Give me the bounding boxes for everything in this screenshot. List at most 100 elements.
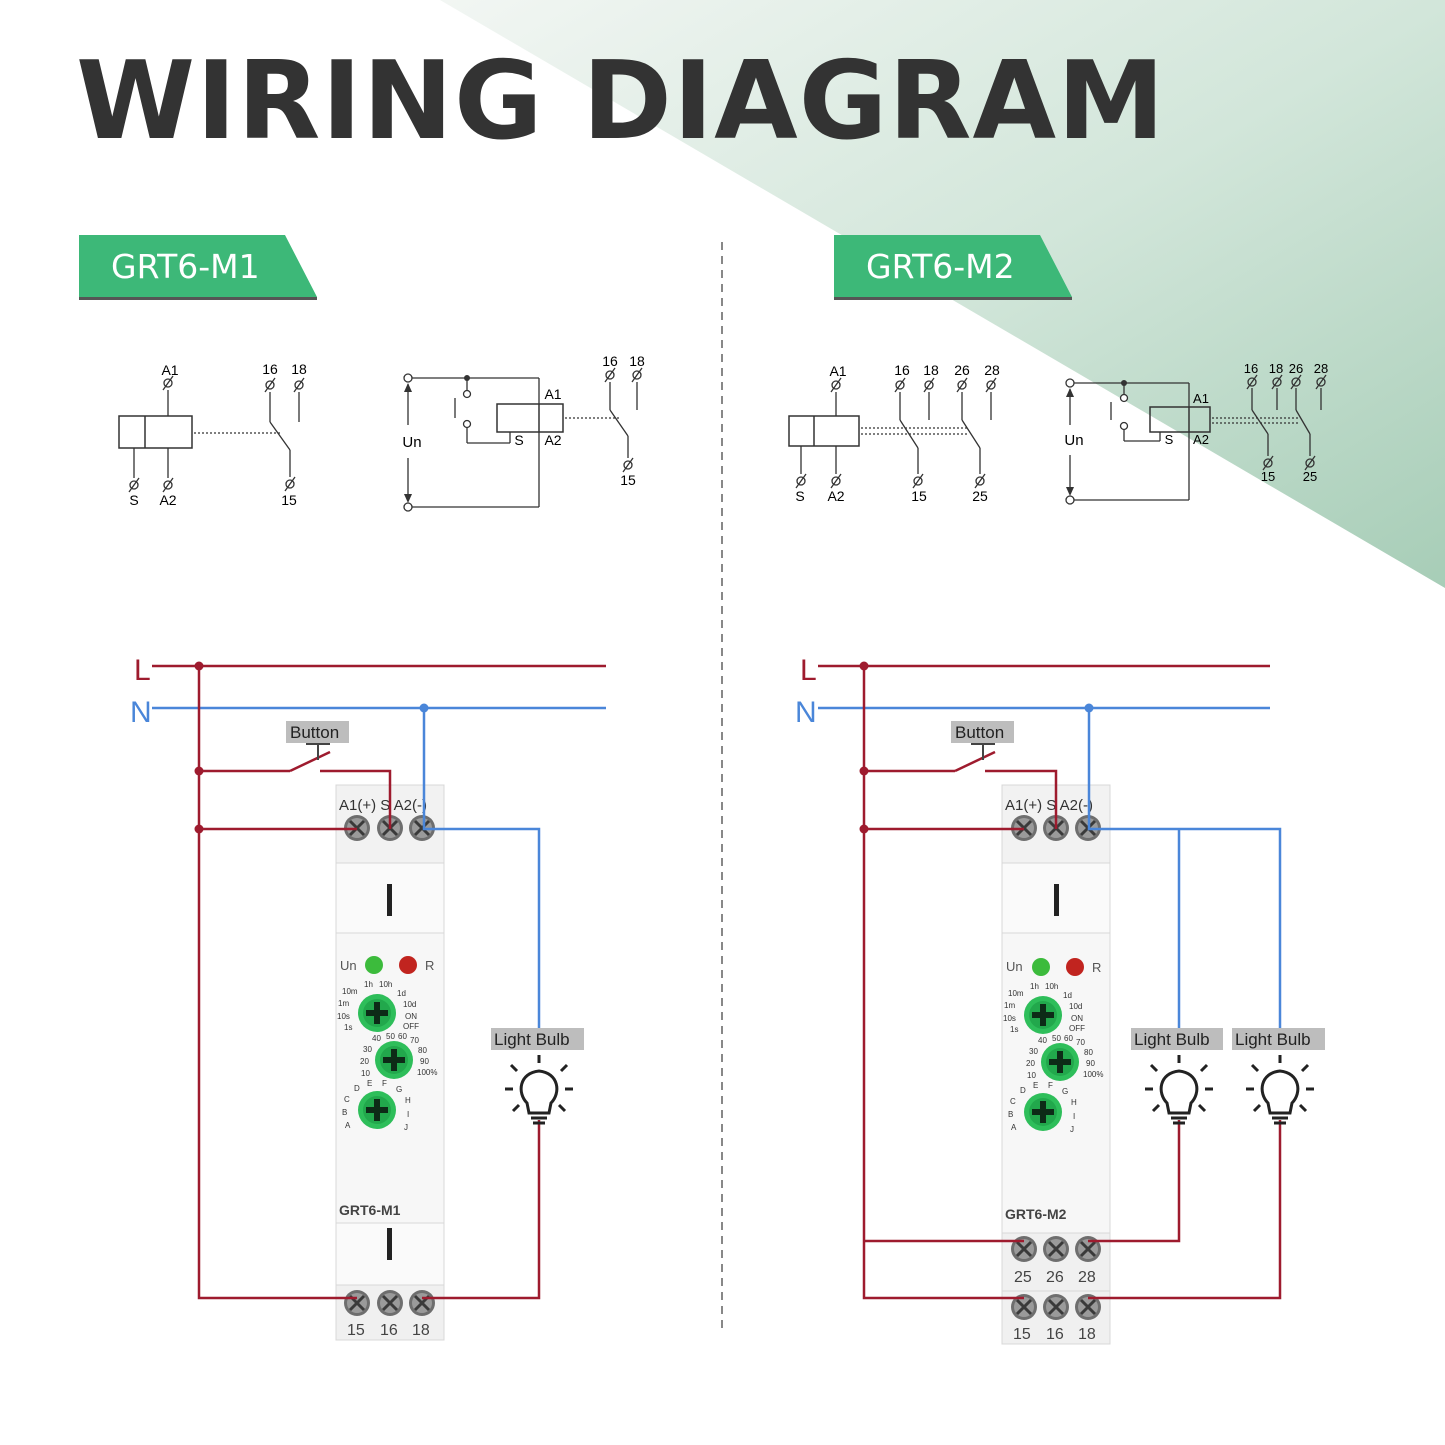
svg-text:10: 10 (1027, 1071, 1036, 1080)
svg-text:25: 25 (1303, 469, 1317, 484)
svg-text:15: 15 (1261, 469, 1275, 484)
svg-text:H: H (1071, 1098, 1077, 1107)
svg-text:Light Bulb: Light Bulb (1134, 1030, 1210, 1049)
circuit-m1: Un A1 S A2 16 18 15 (402, 353, 645, 512)
svg-text:16: 16 (380, 1322, 398, 1339)
svg-text:R: R (1092, 960, 1101, 975)
svg-text:C: C (1010, 1097, 1016, 1106)
schematic-m2: A1 S A2 16 18 26 28 15 25 (788, 362, 1000, 504)
svg-text:G: G (1062, 1087, 1068, 1096)
svg-text:A2: A2 (827, 488, 844, 504)
svg-text:10m: 10m (342, 987, 358, 996)
svg-text:60: 60 (1064, 1034, 1073, 1043)
svg-text:10d: 10d (1069, 1002, 1082, 1011)
svg-text:15: 15 (620, 472, 636, 488)
svg-text:C: C (344, 1095, 350, 1104)
circuit-m2: Un A1 S A2 16 18 26 28 15 25 (1064, 361, 1328, 505)
svg-text:18: 18 (412, 1322, 430, 1339)
svg-text:10h: 10h (379, 980, 392, 989)
svg-text:16: 16 (262, 361, 278, 377)
light-bulb-icon (503, 1053, 575, 1125)
svg-text:10h: 10h (1045, 982, 1058, 991)
model-name: GRT6-M1 (111, 247, 260, 286)
svg-text:E: E (1033, 1081, 1038, 1090)
svg-text:28: 28 (1314, 361, 1328, 376)
svg-text:F: F (382, 1079, 387, 1088)
svg-text:1h: 1h (364, 980, 373, 989)
device-label: GRT6-M2 (1005, 1206, 1067, 1222)
device-label: GRT6-M1 (339, 1202, 401, 1218)
svg-text:Un: Un (1006, 959, 1023, 974)
svg-text:15: 15 (1013, 1326, 1031, 1343)
neutral-label: N (130, 696, 152, 729)
svg-text:80: 80 (1084, 1048, 1093, 1057)
svg-text:10: 10 (361, 1069, 370, 1078)
svg-text:S: S (795, 488, 804, 504)
svg-text:1d: 1d (397, 989, 406, 998)
live-label: L (134, 654, 151, 687)
svg-text:100%: 100% (1083, 1070, 1103, 1079)
svg-text:ON: ON (405, 1012, 417, 1021)
schematic-m1: A1 S A2 16 18 15 (118, 361, 307, 508)
svg-text:100%: 100% (417, 1068, 437, 1077)
svg-text:D: D (354, 1084, 360, 1093)
svg-text:A: A (345, 1121, 351, 1130)
svg-text:18: 18 (291, 361, 307, 377)
svg-text:10d: 10d (403, 1000, 416, 1009)
light-bulb-label: Light Bulb (491, 1028, 584, 1050)
svg-text:Light Bulb: Light Bulb (494, 1030, 570, 1049)
svg-text:A1(+) S A2(-): A1(+) S A2(-) (339, 797, 427, 814)
svg-text:40: 40 (1038, 1036, 1047, 1045)
svg-text:50: 50 (386, 1032, 395, 1041)
svg-text:A1: A1 (161, 362, 178, 378)
svg-text:1m: 1m (338, 999, 349, 1008)
svg-text:I: I (407, 1110, 409, 1119)
svg-text:J: J (404, 1123, 408, 1132)
svg-text:28: 28 (1078, 1269, 1096, 1286)
svg-text:25: 25 (972, 488, 988, 504)
svg-text:I: I (1073, 1112, 1075, 1121)
live-label: L (800, 654, 817, 687)
svg-text:A1: A1 (829, 363, 846, 379)
svg-text:ON: ON (1071, 1014, 1083, 1023)
svg-text:18: 18 (923, 362, 939, 378)
svg-text:40: 40 (372, 1034, 381, 1043)
svg-text:26: 26 (1289, 361, 1303, 376)
svg-text:1m: 1m (1004, 1001, 1015, 1010)
svg-text:Button: Button (955, 723, 1004, 742)
svg-text:15: 15 (347, 1322, 365, 1339)
svg-text:1d: 1d (1063, 991, 1072, 1000)
svg-text:A2: A2 (159, 492, 176, 508)
wiring-m1: L N A1(+) S A2(-) Un R 10m 1h 10h 1d (130, 654, 606, 1341)
button-label: Button (286, 721, 349, 743)
svg-text:20: 20 (360, 1057, 369, 1066)
svg-text:15: 15 (911, 488, 927, 504)
relay-device-m1: A1(+) S A2(-) Un R 10m 1h 10h 1d 1m 10d … (335, 784, 445, 1341)
svg-text:28: 28 (984, 362, 1000, 378)
neutral-label: N (795, 696, 817, 729)
svg-text:90: 90 (420, 1057, 429, 1066)
svg-text:Button: Button (290, 723, 339, 742)
button-label: Button (951, 721, 1014, 743)
svg-text:1h: 1h (1030, 982, 1039, 991)
svg-text:R: R (425, 958, 434, 973)
svg-text:Un: Un (402, 434, 421, 451)
svg-text:G: G (396, 1085, 402, 1094)
svg-text:A1(+) S A2(-): A1(+) S A2(-) (1005, 797, 1093, 814)
svg-text:10s: 10s (1003, 1014, 1016, 1023)
svg-text:30: 30 (1029, 1047, 1038, 1056)
svg-text:70: 70 (410, 1036, 419, 1045)
svg-text:26: 26 (1046, 1269, 1064, 1286)
svg-text:A1: A1 (544, 386, 561, 402)
svg-text:D: D (1020, 1086, 1026, 1095)
svg-text:A: A (1011, 1123, 1017, 1132)
relay-device-m2: A1(+) S A2(-) Un R 10m 1h 10h 1d 1m 10d … (1001, 784, 1111, 1345)
svg-text:16: 16 (1244, 361, 1258, 376)
svg-text:10m: 10m (1008, 989, 1024, 998)
svg-text:H: H (405, 1096, 411, 1105)
light-bulb-icon (1143, 1053, 1215, 1125)
svg-text:80: 80 (418, 1046, 427, 1055)
light-bulb-label: Light Bulb (1131, 1028, 1223, 1050)
svg-text:26: 26 (954, 362, 970, 378)
